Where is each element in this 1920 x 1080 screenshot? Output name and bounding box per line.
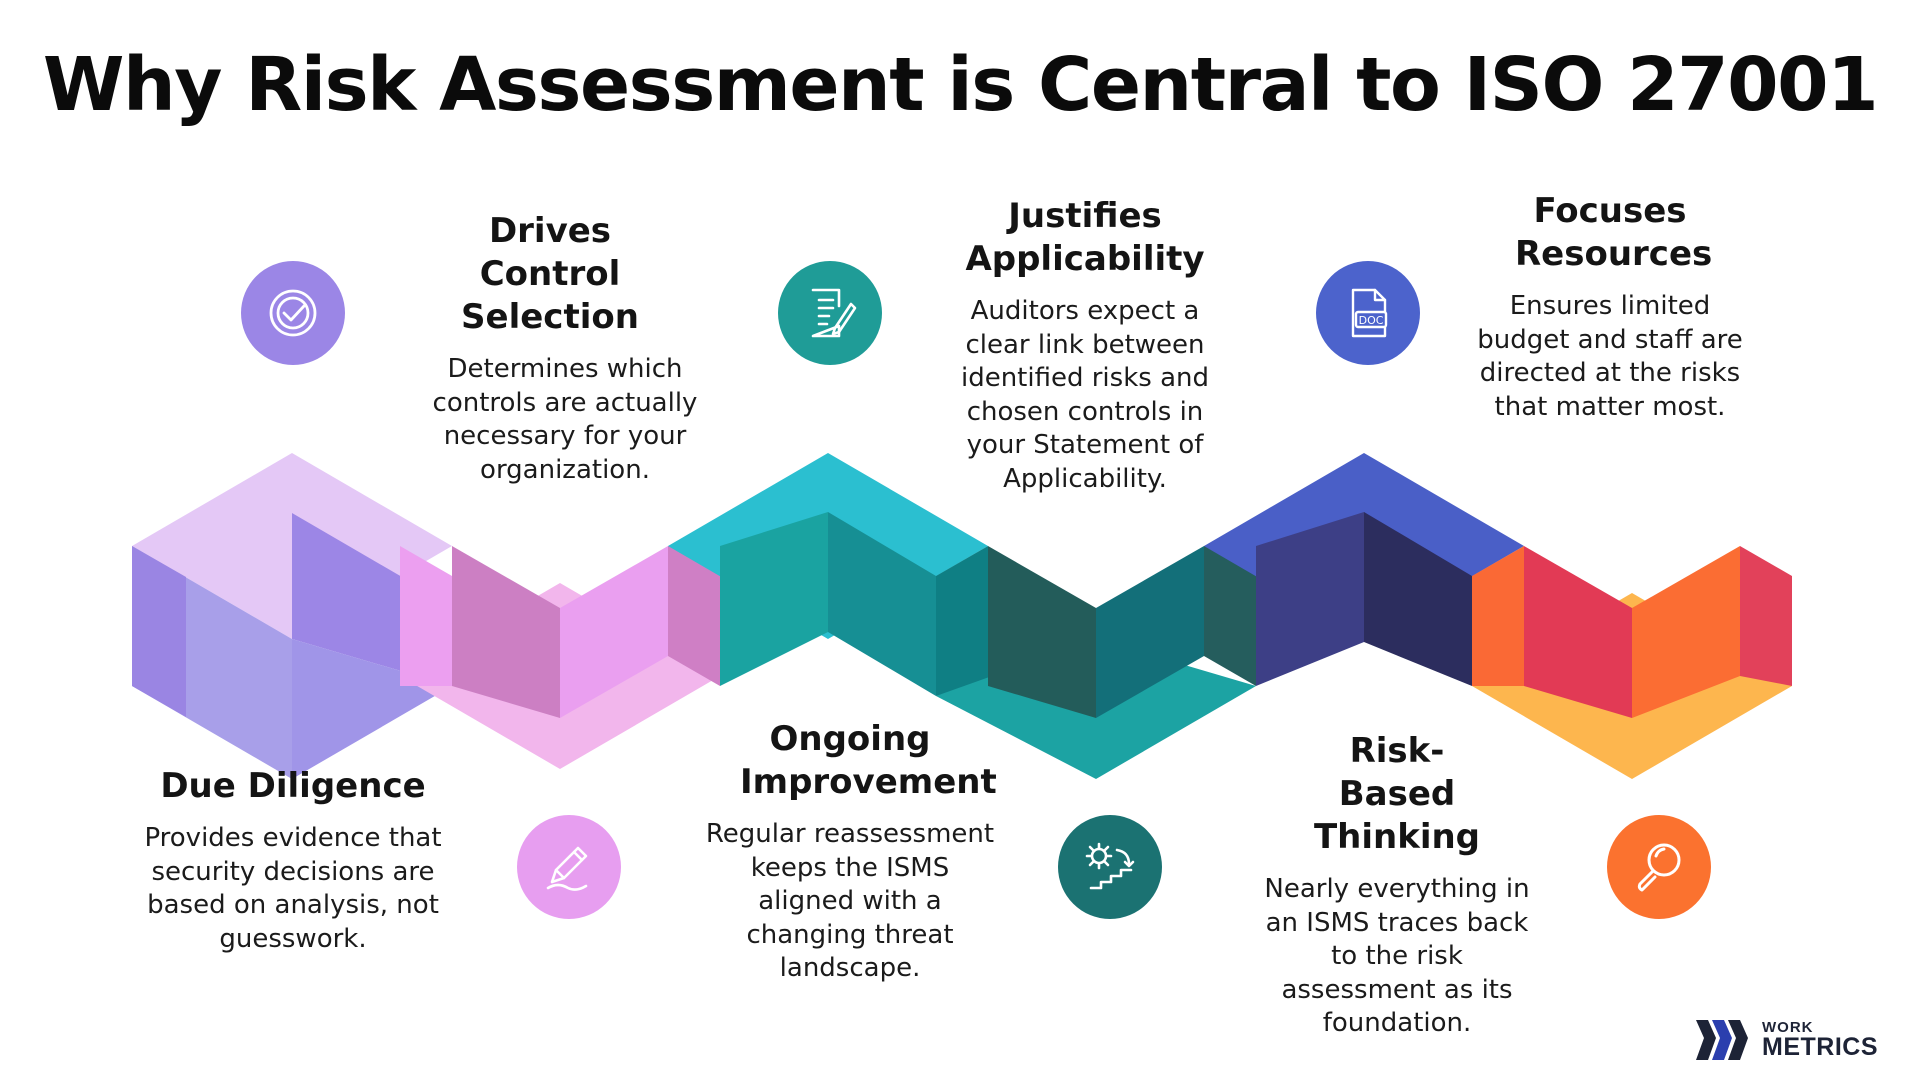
due-diligence-block: Due Diligence Provides evidence that sec… [138, 765, 448, 956]
item-description: Determines which controls are actually n… [432, 354, 698, 485]
risk-based-thinking-block: Risk-Based Thinking Nearly everything in… [1252, 730, 1542, 1041]
item-heading: Justifies Applicability [965, 196, 1205, 279]
item-heading: Drives Control Selection [461, 211, 639, 337]
logo-mark-icon [1696, 1020, 1748, 1060]
item-description: Provides evidence that security decision… [144, 823, 442, 954]
item-heading: Risk-Based Thinking [1313, 731, 1481, 857]
item-heading: Focuses Resources [1515, 191, 1713, 274]
ongoing-improvement-block: Ongoing Improvement Regular reassessment… [700, 718, 1000, 986]
workmetrics-logo: WORK METRICS [1692, 1016, 1878, 1064]
ribbon-front-face [828, 512, 936, 696]
ribbon-front-face [1524, 546, 1632, 718]
focuses-resources-block: Focuses Resources Ensures limited budget… [1465, 190, 1755, 424]
logo-text-line2: METRICS [1762, 1033, 1878, 1061]
ribbon-side-face [292, 639, 452, 779]
ribbon-front-face [668, 546, 720, 686]
page-title: Why Risk Assessment is Central to ISO 27… [42, 42, 1879, 128]
magnifier-icon [1607, 815, 1711, 919]
drives-control-selection-block: Drives Control Selection Determines whic… [415, 210, 698, 487]
ribbon-front-face [400, 546, 452, 686]
ribbon-front-face [720, 512, 828, 686]
ribbon-front-face [452, 546, 560, 718]
ribbon-front-face [988, 546, 1096, 718]
ribbon-front-face [1096, 546, 1204, 718]
item-heading: Due Diligence [160, 766, 426, 806]
doc-file-icon: DOC [1316, 261, 1420, 365]
justifies-applicability-block: Justifies Applicability Auditors expect … [960, 195, 1210, 496]
ribbon-front-face [1740, 546, 1792, 686]
gear-steps-icon [1058, 815, 1162, 919]
item-description: Regular reassessment keeps the ISMS alig… [705, 819, 995, 983]
item-description: Auditors expect a clear link between ide… [960, 296, 1209, 494]
ribbon-front-face [1472, 546, 1524, 686]
pencil-icon [517, 815, 621, 919]
item-description: Nearly everything in an ISMS traces back… [1264, 874, 1530, 1038]
ribbon-front-face [132, 546, 186, 717]
logo-text-line1: WORK [1762, 1019, 1814, 1036]
document-pen-icon [778, 261, 882, 365]
ribbon-front-face [560, 546, 668, 718]
ribbon-side-face [936, 546, 988, 696]
ribbon-front-face [1632, 546, 1740, 718]
doc-icon-label: DOC [1359, 314, 1384, 327]
ribbon-front-face [1364, 512, 1472, 686]
checkmark-badge-icon [241, 261, 345, 365]
item-description: Ensures limited budget and staff are dir… [1477, 291, 1743, 422]
item-heading: Ongoing Improvement [740, 719, 997, 802]
ribbon-front-face [1256, 512, 1364, 686]
ribbon-front-face [1204, 546, 1256, 686]
